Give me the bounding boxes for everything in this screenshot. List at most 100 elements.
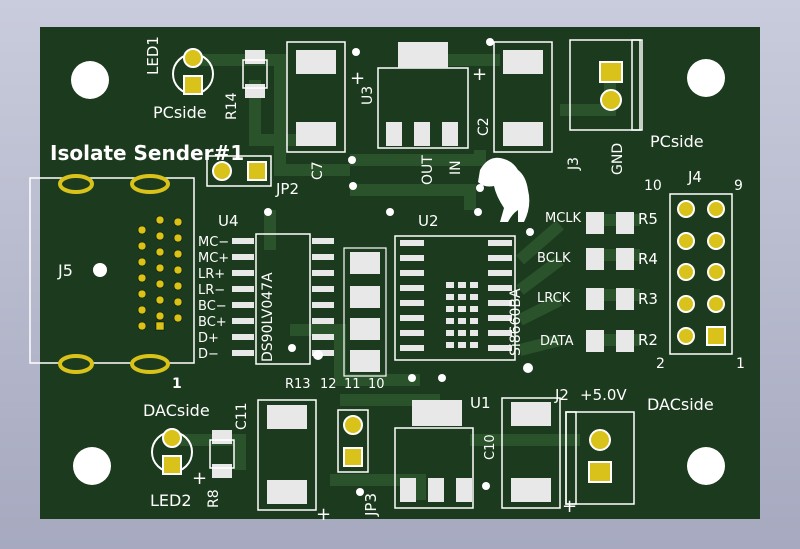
u2-pad bbox=[400, 240, 424, 246]
u4-pin-label: MC− bbox=[198, 235, 229, 250]
u2-center-pad bbox=[458, 294, 466, 300]
r14-label: R14 bbox=[224, 92, 240, 120]
u2-pad bbox=[488, 315, 512, 321]
r13-label: R13 bbox=[285, 377, 311, 392]
u3-label: U3 bbox=[360, 86, 376, 105]
r14: R14 bbox=[224, 50, 268, 120]
u4-pad bbox=[312, 286, 334, 292]
u2-pad bbox=[488, 285, 512, 291]
u2-chip-label: Si8660BA bbox=[508, 288, 524, 356]
u2-pad bbox=[400, 285, 424, 291]
u3: U3 + OUT IN bbox=[350, 42, 469, 185]
c10: C10 + bbox=[483, 397, 577, 517]
u2-center-pad bbox=[470, 306, 478, 312]
j3: J3 GND bbox=[566, 39, 643, 175]
u4-pin-label: D+ bbox=[198, 331, 219, 346]
u2-pad bbox=[400, 345, 424, 351]
u2-center-pad bbox=[470, 342, 478, 348]
led1: LED1 bbox=[144, 36, 214, 95]
r-array bbox=[343, 247, 387, 377]
in-label: IN bbox=[448, 160, 464, 175]
u4-pin-label: MC+ bbox=[198, 251, 229, 266]
u4-pad bbox=[232, 270, 254, 276]
j2-label: J2 bbox=[554, 386, 569, 404]
lrck-label: LRCK bbox=[537, 291, 571, 306]
r8: R8 bbox=[206, 430, 235, 508]
u4-pad bbox=[312, 350, 334, 356]
n10-label: 10 bbox=[368, 377, 385, 392]
u4-chip-label: DS90LV047A bbox=[260, 272, 276, 362]
u2-center-pad bbox=[458, 306, 466, 312]
u4-pin-label: BC+ bbox=[198, 315, 227, 330]
u2-center-pad bbox=[446, 306, 454, 312]
j4-pin9: 9 bbox=[734, 178, 743, 194]
u2-pad bbox=[488, 240, 512, 246]
u4: U4 MC−MC+LR+LR−BC−BC+D+D− DS90LV047A bbox=[198, 212, 334, 365]
u4-pad bbox=[312, 238, 334, 244]
u3-plus: + bbox=[350, 68, 365, 89]
r2-label: R2 bbox=[638, 331, 658, 349]
gnd-label: GND bbox=[610, 143, 626, 175]
mclk-label: MCLK bbox=[545, 211, 582, 226]
u2-pad bbox=[400, 330, 424, 336]
board-title: Isolate Sender#1 bbox=[50, 141, 244, 165]
u1: U1 bbox=[394, 394, 491, 509]
c11-plus: + bbox=[316, 504, 331, 525]
u2-center-pad bbox=[458, 282, 466, 288]
out-label: OUT bbox=[420, 155, 436, 185]
led2-plus: + bbox=[192, 468, 207, 489]
led2-label: LED2 bbox=[150, 491, 192, 510]
jp3-label: JP3 bbox=[362, 493, 380, 517]
c10-plus: + bbox=[562, 496, 577, 517]
c7: C7 bbox=[286, 41, 346, 180]
jp2-label: JP2 bbox=[275, 180, 299, 198]
u4-pin-label: BC− bbox=[198, 299, 227, 314]
u2-center-pad bbox=[470, 330, 478, 336]
u2-center-pad bbox=[446, 330, 454, 336]
bclk-label: BCLK bbox=[537, 251, 571, 266]
u4-pad bbox=[232, 238, 254, 244]
u4-pad bbox=[312, 302, 334, 308]
pcside-top-label: PCside bbox=[153, 103, 207, 122]
j4-pin1: 1 bbox=[736, 356, 745, 372]
led1-label: LED1 bbox=[144, 36, 162, 75]
u4-pad bbox=[232, 334, 254, 340]
vout-label: +5.0V bbox=[580, 386, 627, 404]
signal-resistors: MCLK BCLK LRCK DATA R5 R4 R3 R2 bbox=[537, 210, 658, 352]
c10-label: C10 bbox=[483, 434, 498, 460]
r4-label: R4 bbox=[638, 250, 658, 268]
j5-pin1-label: 1 bbox=[172, 376, 182, 392]
r5-label: R5 bbox=[638, 210, 658, 228]
u2-pad bbox=[488, 255, 512, 261]
j4-pin10: 10 bbox=[644, 178, 662, 194]
n11-label: 11 bbox=[344, 377, 361, 392]
u2-pad bbox=[488, 345, 512, 351]
u2-pad bbox=[400, 270, 424, 276]
u4-pad bbox=[232, 350, 254, 356]
data-label: DATA bbox=[540, 334, 574, 349]
j4: J4 10 9 2 1 bbox=[644, 168, 745, 372]
jp3: JP3 bbox=[337, 409, 380, 517]
c2: C2 + bbox=[472, 41, 553, 153]
u4-pin-label: LR+ bbox=[198, 267, 225, 282]
u4-pad bbox=[312, 334, 334, 340]
c2-plus: + bbox=[472, 64, 487, 85]
u2-center-pad bbox=[470, 294, 478, 300]
u2-pad bbox=[400, 300, 424, 306]
jp2: JP2 bbox=[206, 155, 299, 198]
j5-label: J5 bbox=[57, 261, 73, 280]
u4-pin-label: D− bbox=[198, 347, 219, 362]
u2-center-pad bbox=[470, 282, 478, 288]
c11-label: C11 bbox=[234, 402, 250, 430]
u2-pad bbox=[488, 270, 512, 276]
u2-pad bbox=[400, 255, 424, 261]
u2-center-pad bbox=[446, 282, 454, 288]
u2-label: U2 bbox=[418, 212, 439, 230]
u2-pad bbox=[488, 300, 512, 306]
u2-pad bbox=[488, 330, 512, 336]
u2-center-pad bbox=[446, 294, 454, 300]
u2-center-pad bbox=[458, 330, 466, 336]
u4-label: U4 bbox=[218, 212, 239, 230]
u4-pad bbox=[232, 302, 254, 308]
